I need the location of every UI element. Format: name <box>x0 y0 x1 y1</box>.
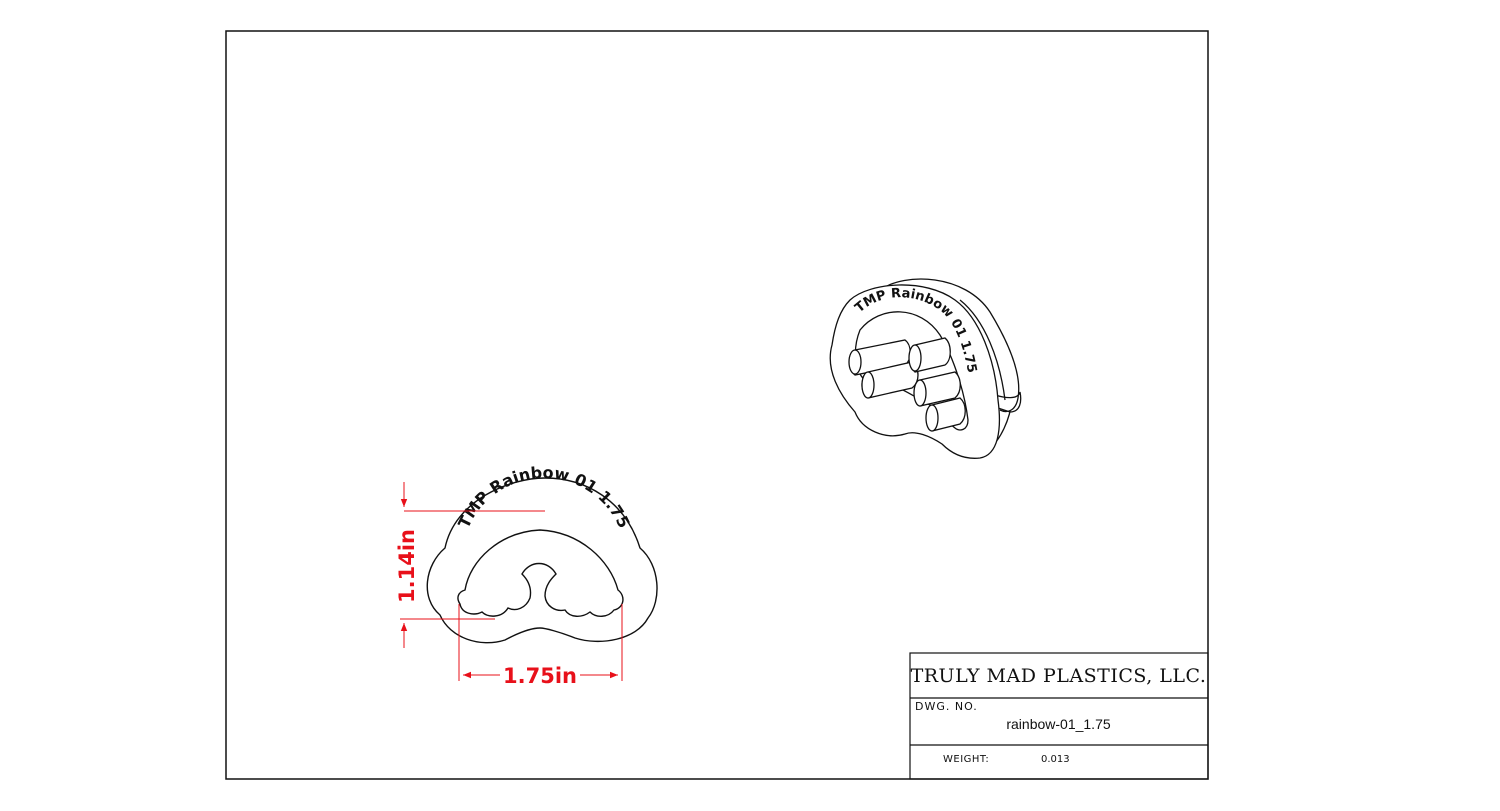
front-view: TMP Rainbow 01 1.75 <box>426 463 658 644</box>
sheet-border <box>225 30 1209 780</box>
front-inner-cutout <box>457 529 624 617</box>
dimension-height <box>400 482 545 648</box>
weight-value: 0.013 <box>1041 754 1070 765</box>
front-outer-outline <box>426 477 658 644</box>
dwg-no-value: rainbow-01_1.75 <box>1006 716 1111 732</box>
dwg-no-label: DWG. NO. <box>915 700 978 713</box>
dimension-width <box>458 604 623 681</box>
title-block <box>909 652 1209 780</box>
dimension-width-label: 1.75in <box>503 664 577 688</box>
iso-view: TMP Rainbow 01 1.75 <box>829 278 1022 459</box>
company-name: TRULY MAD PLASTICS, LLC. <box>910 665 1207 687</box>
front-engraving: TMP Rainbow 01 1.75 <box>454 463 633 531</box>
dimension-height-label: 1.14in <box>395 529 419 603</box>
weight-label: WEIGHT: <box>943 754 990 765</box>
